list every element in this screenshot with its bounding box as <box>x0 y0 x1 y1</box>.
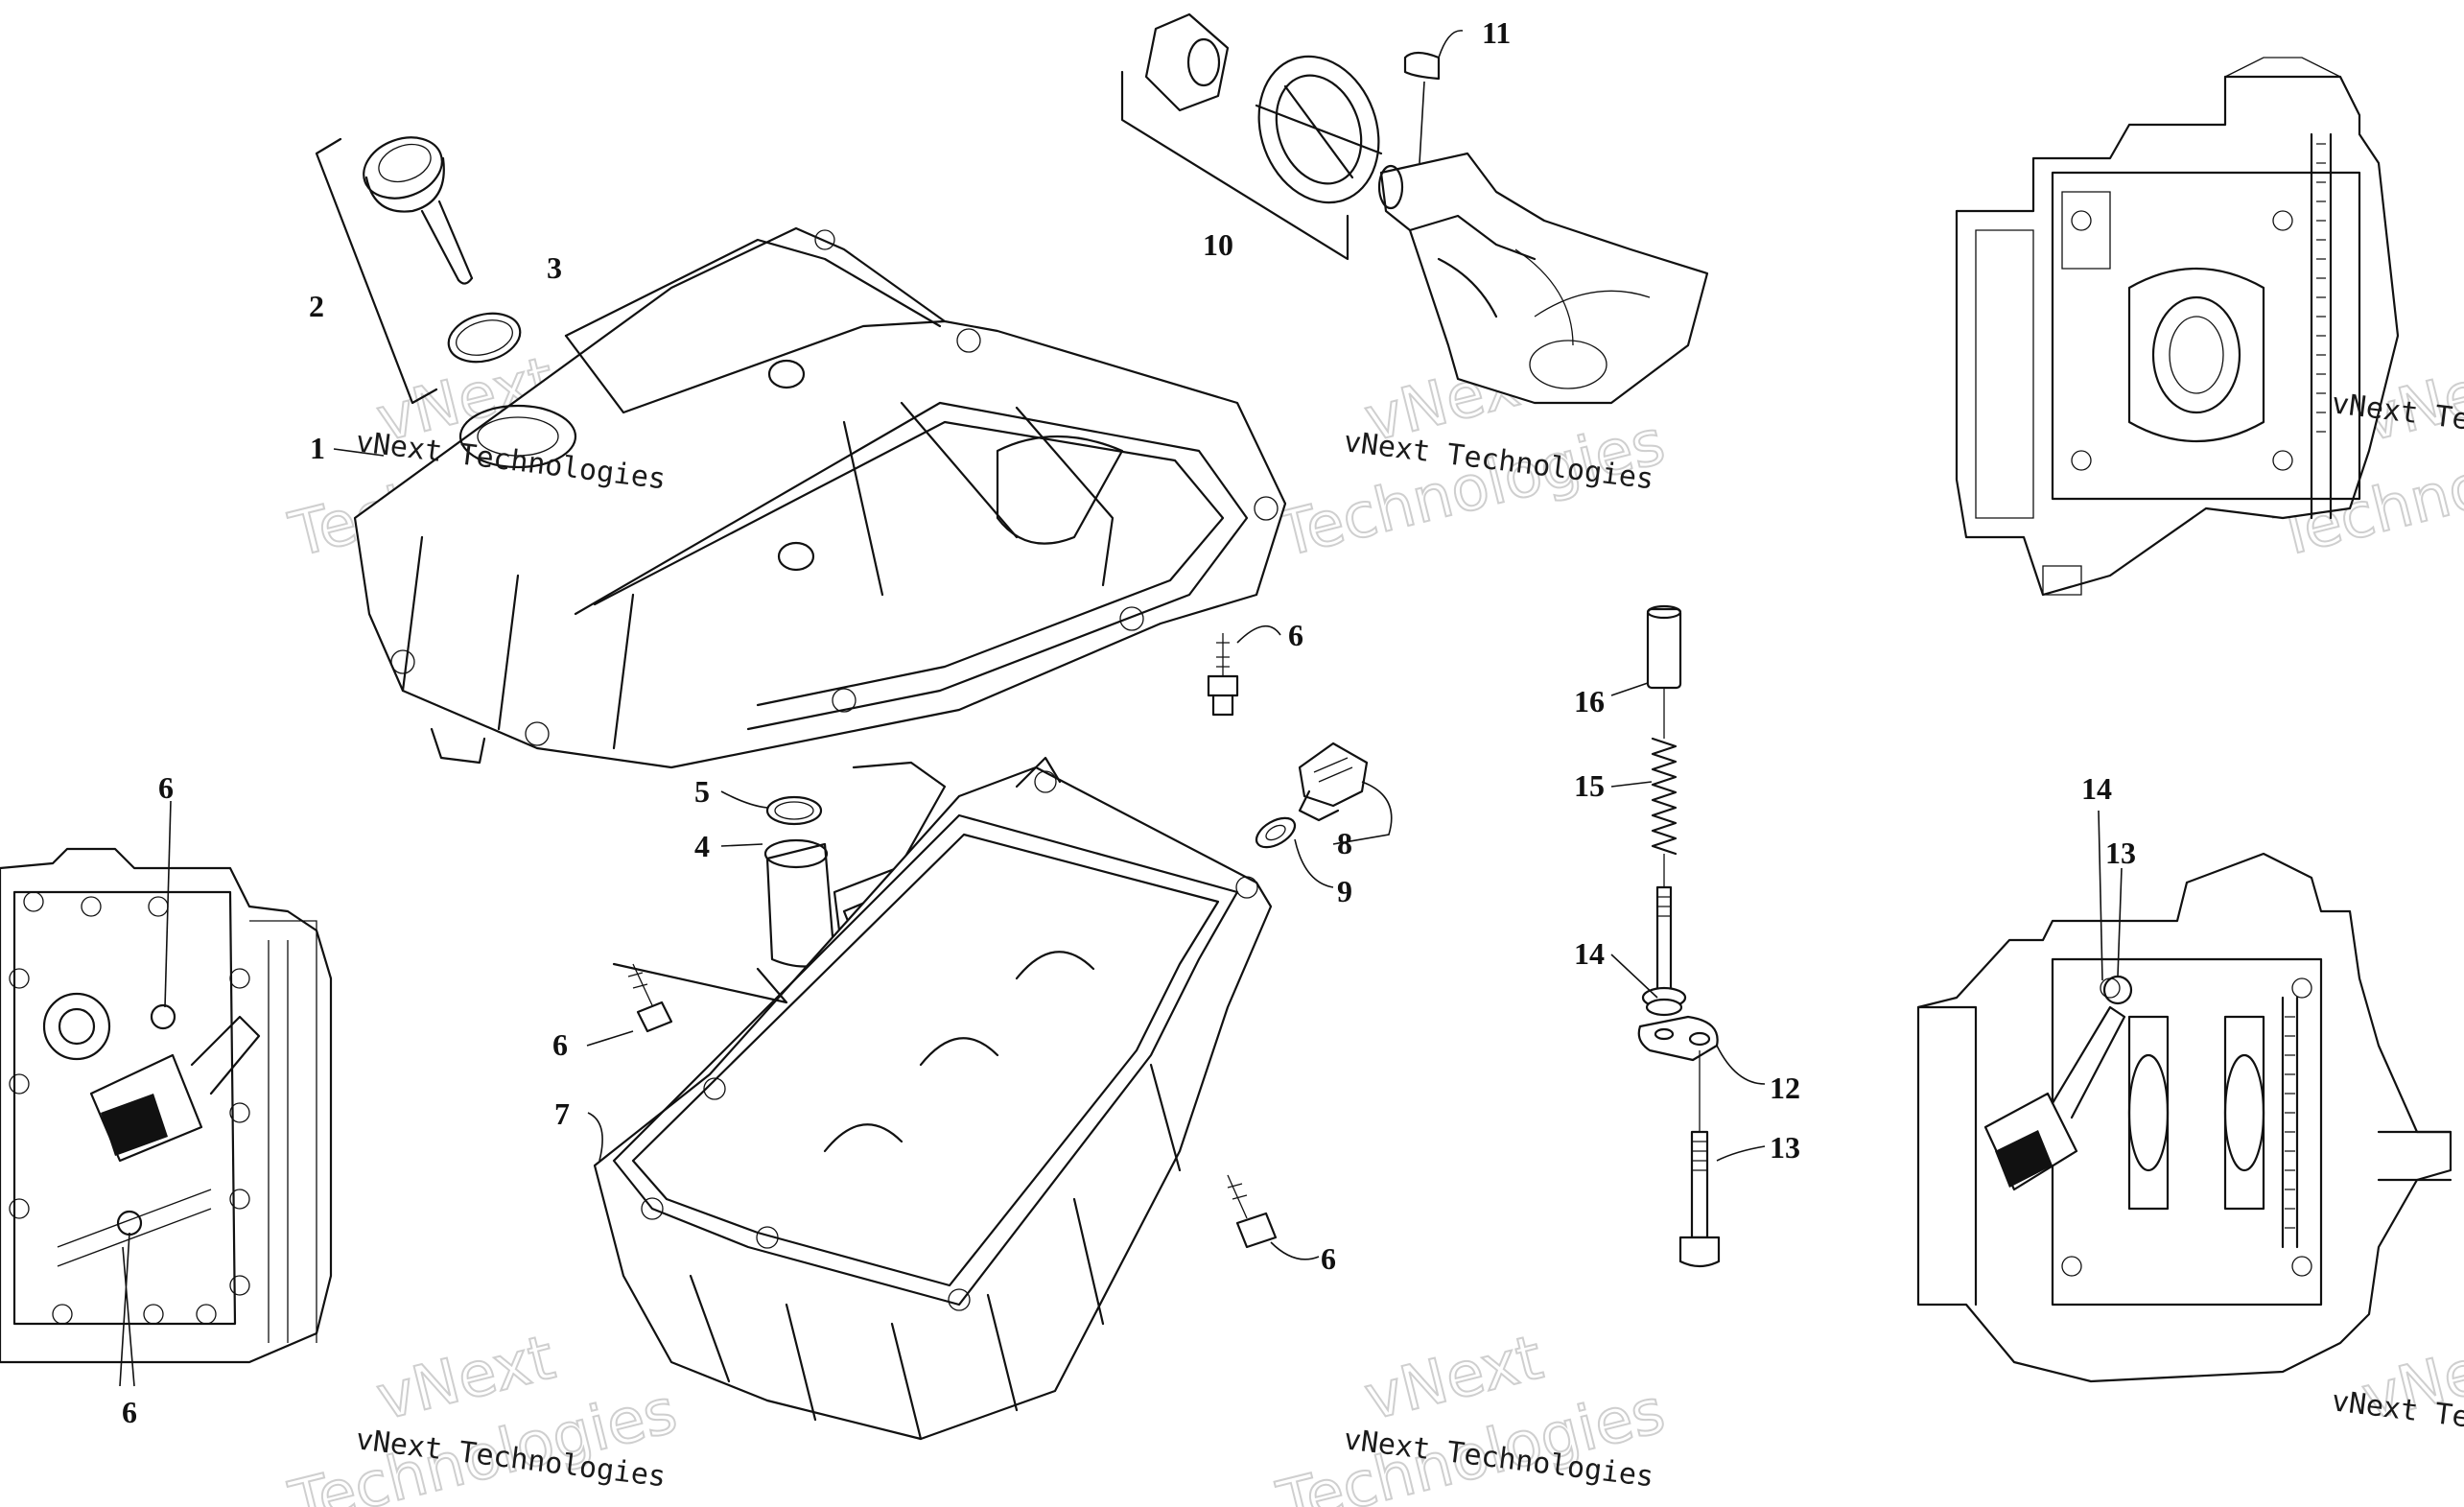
leader-5 <box>720 790 768 809</box>
leader-14-inset <box>2098 810 2103 981</box>
callout-6-upper: 6 <box>1288 618 1303 652</box>
relief-valve-stud <box>1641 885 1687 1017</box>
callout-1: 1 <box>310 431 325 465</box>
callout-9: 9 <box>1337 874 1352 908</box>
leader-1 <box>333 448 385 457</box>
crankshaft-nose <box>1377 152 1709 405</box>
right-bottom-inset-engine <box>1916 852 2452 1383</box>
leader-13 <box>1716 1145 1766 1162</box>
leader-8 <box>1332 781 1393 845</box>
relief-valve-piston <box>1646 604 1682 690</box>
relief-valve-spring <box>1651 737 1678 856</box>
callout-10: 10 <box>1203 227 1233 262</box>
relief-valve-bolt <box>1678 1130 1721 1268</box>
oil-pump-rotor <box>1144 12 1383 204</box>
lower-oil-pan <box>593 756 1273 1441</box>
leader-6-inset-top <box>164 800 172 1008</box>
drain-plug <box>1298 742 1369 822</box>
flange-bolt <box>1227 1174 1278 1249</box>
callout-14-inset: 14 <box>2081 771 2112 806</box>
sealing-washer <box>1255 816 1297 849</box>
callout-16: 16 <box>1574 684 1605 718</box>
leader-4 <box>720 843 763 847</box>
callout-3: 3 <box>547 250 562 285</box>
leader-9 <box>1294 838 1334 888</box>
relief-valve-bracket <box>1637 1015 1719 1062</box>
leader-11 <box>1419 30 1464 164</box>
callout-15: 15 <box>1574 768 1605 803</box>
leader-16 <box>1610 682 1649 696</box>
callout-13-inset: 13 <box>2105 836 2136 870</box>
leader-13-inset <box>2117 867 2123 977</box>
flange-bolt <box>627 963 673 1033</box>
callout-6-inset-bottom: 6 <box>122 1395 137 1429</box>
o-ring-3 <box>447 312 522 364</box>
callout-11: 11 <box>1482 15 1511 50</box>
callout-7: 7 <box>554 1096 570 1131</box>
leader-15 <box>1610 781 1653 788</box>
bolt-bracket <box>612 962 788 1004</box>
leader-7 <box>587 1112 603 1162</box>
upper-oil-pan <box>353 226 1287 769</box>
dipstick-cap <box>363 136 474 285</box>
woodruff-key <box>1403 51 1441 81</box>
dipstick-bracket <box>315 137 438 405</box>
callout-labels: 1 2 3 4 5 6 6 6 6 6 7 8 9 10 11 12 13 13… <box>122 15 2136 1429</box>
leader-6-inset-bottom <box>119 1232 135 1387</box>
left-inset-engine <box>0 847 333 1364</box>
flange-bolt <box>1207 633 1239 717</box>
callout-12: 12 <box>1770 1071 1800 1105</box>
right-top-inset-engine <box>1955 57 2400 597</box>
callout-6-left: 6 <box>552 1027 568 1062</box>
leader-6-upper <box>1236 625 1281 644</box>
callout-4: 4 <box>694 829 710 863</box>
callout-6-inset-top: 6 <box>158 770 174 805</box>
leader-6-lower <box>1270 1241 1320 1260</box>
callout-14: 14 <box>1574 936 1605 971</box>
callout-8: 8 <box>1337 826 1352 860</box>
leader-12 <box>1716 1045 1766 1085</box>
rotor-bracket <box>1120 70 1349 261</box>
callout-6-lower: 6 <box>1321 1241 1336 1276</box>
o-ring-5 <box>765 795 823 826</box>
callout-13: 13 <box>1770 1130 1800 1165</box>
callout-5: 5 <box>694 774 710 809</box>
callout-2: 2 <box>309 289 324 323</box>
leader-6-left <box>586 1030 634 1047</box>
leader-14 <box>1610 954 1658 999</box>
